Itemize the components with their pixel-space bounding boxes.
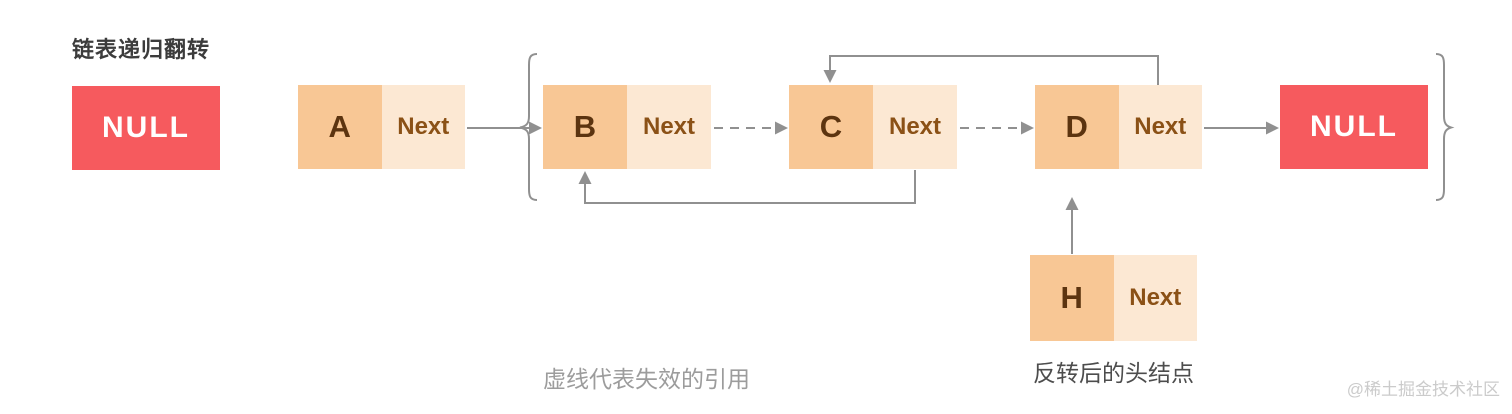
node-b: B Next bbox=[543, 85, 711, 169]
watermark: @稀土掘金技术社区 bbox=[1346, 380, 1500, 399]
dashed-arrow-b-to-c bbox=[714, 121, 788, 135]
node-a: A Next bbox=[298, 85, 465, 169]
arrow-a-to-b bbox=[467, 121, 542, 135]
null-box-right: NULL bbox=[1280, 85, 1428, 169]
node-d-value: D bbox=[1035, 85, 1119, 169]
node-c-next-pointer: Next bbox=[873, 85, 957, 169]
node-h-value: H bbox=[1030, 255, 1114, 341]
node-a-value: A bbox=[298, 85, 382, 169]
right-curly-brace bbox=[1435, 53, 1455, 201]
node-b-next-pointer: Next bbox=[627, 85, 711, 169]
node-d: D Next bbox=[1035, 85, 1202, 169]
loop-arrow-cnext-to-b bbox=[578, 170, 916, 204]
dashed-arrow-c-to-d bbox=[960, 121, 1034, 135]
loop-arrow-dnext-to-c bbox=[823, 55, 1159, 85]
node-h: H Next bbox=[1030, 255, 1197, 341]
node-c: C Next bbox=[789, 85, 957, 169]
node-d-next-pointer: Next bbox=[1118, 85, 1202, 169]
caption-head-note: 反转后的头结点 bbox=[1033, 360, 1194, 386]
node-c-value: C bbox=[789, 85, 873, 169]
page-title: 链表递归翻转 bbox=[72, 37, 211, 62]
arrow-d-to-null bbox=[1204, 121, 1279, 135]
node-a-next-pointer: Next bbox=[381, 85, 465, 169]
node-b-value: B bbox=[543, 85, 627, 169]
left-curly-brace bbox=[519, 53, 538, 201]
null-box-left: NULL bbox=[72, 86, 220, 170]
node-h-next-pointer: Next bbox=[1113, 255, 1197, 341]
caption-dashed-note: 虚线代表失效的引用 bbox=[543, 366, 750, 392]
arrow-h-to-d bbox=[1065, 197, 1079, 254]
